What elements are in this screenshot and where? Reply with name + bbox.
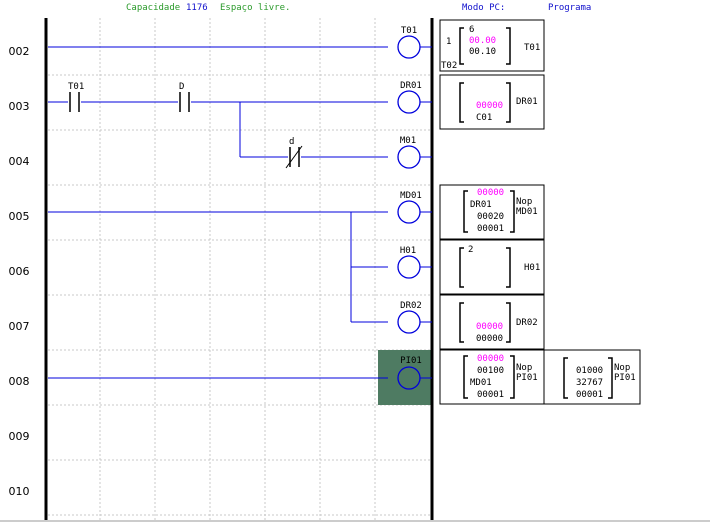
pi01-v2: 00100 bbox=[477, 366, 504, 376]
row-number-002[interactable]: 002 bbox=[8, 45, 30, 58]
dr02-block[interactable] bbox=[439, 294, 545, 350]
timer-input-number: 1 bbox=[446, 37, 451, 47]
pi01-param-v2: 32767 bbox=[576, 378, 603, 388]
coil-h01-label: H01 bbox=[400, 246, 416, 256]
capacity-value: 1176 bbox=[186, 3, 208, 13]
row-number-006[interactable]: 006 bbox=[8, 265, 30, 278]
coil-md01-label: MD01 bbox=[400, 191, 422, 201]
coil-dr01[interactable] bbox=[397, 90, 421, 114]
dr01-value: 00000 bbox=[476, 101, 503, 111]
status-header: Capacidade 1176 Espaço livre. Modo PC: P… bbox=[0, 0, 710, 16]
coil-h01[interactable] bbox=[397, 255, 421, 279]
timer-preset-value: 00.00 bbox=[469, 36, 496, 46]
timer-block[interactable] bbox=[439, 19, 545, 72]
md01-v3: 00001 bbox=[477, 224, 504, 234]
pi01-param-v1: 01000 bbox=[576, 366, 603, 376]
timer-current-value: 00.10 bbox=[469, 47, 496, 57]
pi01-source: MD01 bbox=[470, 378, 492, 388]
pi01-param-nop: Nop bbox=[614, 363, 630, 373]
contact-d-label: D bbox=[179, 82, 184, 92]
row-number-003[interactable]: 003 bbox=[8, 100, 30, 113]
coil-t01-label: T01 bbox=[401, 26, 417, 36]
mode-label: Modo PC: bbox=[462, 3, 506, 13]
pi01-param-v3: 00001 bbox=[576, 390, 603, 400]
coil-m01[interactable] bbox=[397, 145, 421, 169]
wires bbox=[48, 46, 432, 379]
coil-dr02-label: DR02 bbox=[400, 301, 422, 311]
contact-t01-label: T01 bbox=[68, 82, 84, 92]
md01-value: 00000 bbox=[477, 188, 504, 198]
pi01-value: 00000 bbox=[477, 354, 504, 364]
capacity-label: Capacidade bbox=[126, 3, 181, 13]
contact-d-no[interactable]: D bbox=[179, 82, 190, 112]
row-number-005[interactable]: 005 bbox=[8, 210, 30, 223]
dr01-block[interactable] bbox=[439, 74, 545, 130]
pi01-param-label: PI01 bbox=[614, 373, 636, 383]
dr02-value: 00000 bbox=[476, 322, 503, 332]
md01-v2: 00020 bbox=[477, 212, 504, 222]
dr02-v2: 00000 bbox=[476, 334, 503, 344]
contact-d-nc[interactable]: d bbox=[285, 137, 303, 169]
row-number-009[interactable]: 009 bbox=[8, 430, 30, 443]
timer-label: T01 bbox=[524, 43, 540, 53]
coil-pi01[interactable] bbox=[397, 366, 421, 390]
row-number-008[interactable]: 008 bbox=[8, 375, 30, 388]
row-number-010[interactable]: 010 bbox=[8, 485, 30, 498]
h01-label: H01 bbox=[524, 263, 540, 273]
free-space-label: Espaço livre. bbox=[220, 3, 291, 13]
block-brackets bbox=[459, 27, 613, 399]
contact-t01[interactable]: T01 bbox=[68, 82, 84, 112]
mode-value: Programa bbox=[548, 3, 592, 13]
dr01-label: DR01 bbox=[516, 97, 538, 107]
md01-label: MD01 bbox=[516, 207, 538, 217]
dr01-ref: C01 bbox=[476, 113, 492, 123]
coil-dr02[interactable] bbox=[397, 310, 421, 334]
md01-block[interactable] bbox=[439, 184, 545, 240]
h01-top: 2 bbox=[468, 245, 473, 255]
md01-nop: Nop bbox=[516, 197, 532, 207]
dr02-label: DR02 bbox=[516, 318, 538, 328]
pi01-nop: Nop bbox=[516, 363, 532, 373]
h01-block[interactable] bbox=[439, 239, 545, 295]
grid bbox=[48, 18, 430, 520]
row-number-007[interactable]: 007 bbox=[8, 320, 30, 333]
pi01-label: PI01 bbox=[516, 373, 538, 383]
coil-md01[interactable] bbox=[397, 200, 421, 224]
timer-reset-label: T02 bbox=[441, 61, 457, 71]
md01-source: DR01 bbox=[470, 200, 492, 210]
row-number-004[interactable]: 004 bbox=[8, 155, 30, 168]
coil-m01-label: M01 bbox=[400, 136, 416, 146]
coil-t01[interactable] bbox=[397, 35, 421, 59]
coil-pi01-label: PI01 bbox=[400, 356, 422, 366]
pi01-block[interactable] bbox=[439, 349, 641, 405]
contact-d-nc-label: d bbox=[289, 137, 294, 147]
pi01-v3: 00001 bbox=[477, 390, 504, 400]
coil-dr01-label: DR01 bbox=[400, 81, 422, 91]
timer-top-number: 6 bbox=[469, 25, 474, 35]
